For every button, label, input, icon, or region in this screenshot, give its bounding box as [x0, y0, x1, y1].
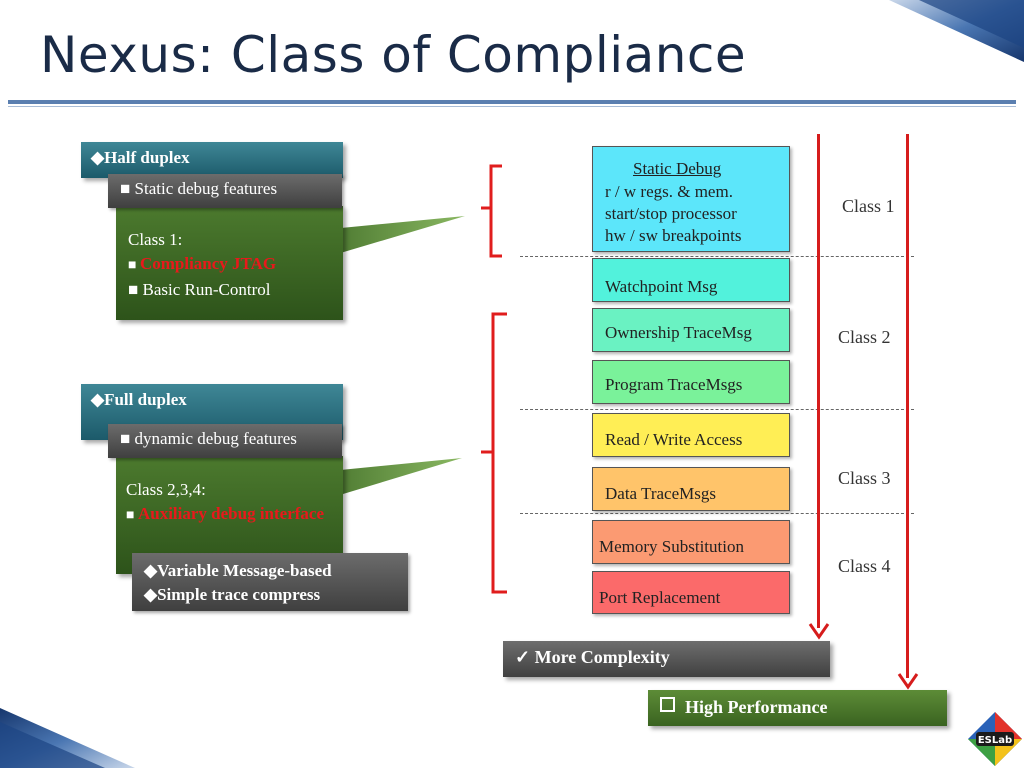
static-debug-features-header: ■ Static debug features — [108, 174, 342, 208]
performance-arrow-line — [906, 134, 909, 678]
eslab-logo-text: ESLab — [978, 735, 1012, 746]
class1-callout-box: Class 1: ■ Compliancy JTAG ■ Basic Run-C… — [116, 206, 343, 320]
variable-message-item: ◆Variable Message-based — [144, 561, 332, 580]
corner-decoration-bottom-left — [0, 708, 135, 768]
class234-label: Class 2,3,4: — [126, 480, 206, 499]
class234-item-auxiliary: ■ Auxiliary debug interface — [126, 504, 325, 523]
class4-label-right: Class 4 — [838, 556, 891, 576]
ownership-trace-box: Ownership TraceMsg — [592, 308, 790, 352]
complexity-arrow-head — [808, 623, 830, 640]
corner-decoration-top-right — [889, 0, 1024, 62]
separator-class2-class3 — [520, 409, 914, 410]
eslab-logo: ESLab — [968, 712, 1022, 766]
static-debug-line-regs: r / w regs. & mem. — [605, 182, 733, 201]
complexity-arrow-line — [817, 134, 820, 628]
static-debug-box: Static Debug r / w regs. & mem. start/st… — [592, 146, 790, 252]
class1-label: Class 1: — [128, 230, 183, 249]
separator-class1-class2 — [520, 256, 914, 257]
program-trace-box: Program TraceMsgs — [592, 360, 790, 404]
bracket-class1 — [481, 164, 502, 258]
memory-substitution-box: Memory Substitution — [592, 520, 790, 564]
half-duplex-header: ◆Half duplex — [81, 142, 343, 178]
data-trace-box: Data TraceMsgs — [592, 467, 790, 511]
static-debug-line-startstop: start/stop processor — [605, 204, 737, 223]
simple-trace-item: ◆Simple trace compress — [144, 585, 321, 604]
separator-class3-class4 — [520, 513, 914, 514]
class2-label-right: Class 2 — [838, 327, 891, 347]
class1-item-run-control: ■ Basic Run-Control — [128, 280, 271, 299]
watchpoint-msg-box: Watchpoint Msg — [592, 258, 790, 302]
trace-features-box: ◆Variable Message-based ◆Simple trace co… — [132, 553, 408, 611]
dynamic-debug-features-header: ■ dynamic debug features — [108, 424, 342, 458]
checkbox-empty-icon — [660, 697, 675, 712]
read-write-access-box: Read / Write Access — [592, 413, 790, 457]
static-debug-title: Static Debug — [633, 159, 722, 178]
static-debug-line-breakpoints: hw / sw breakpoints — [605, 226, 742, 245]
high-performance-label: High Performance — [648, 690, 947, 726]
title-underline-thin — [8, 106, 1016, 107]
class3-label-right: Class 3 — [838, 468, 891, 488]
page-title: Nexus: Class of Compliance — [40, 26, 747, 84]
bracket-class234 — [481, 312, 507, 594]
more-complexity-label: ✓ More Complexity — [503, 641, 830, 677]
class1-item-compliancy: ■ Compliancy JTAG — [128, 254, 277, 273]
class1-label-right: Class 1 — [842, 196, 895, 216]
title-underline — [8, 100, 1016, 104]
port-replacement-box: Port Replacement — [592, 571, 790, 614]
performance-arrow-head — [897, 673, 919, 690]
